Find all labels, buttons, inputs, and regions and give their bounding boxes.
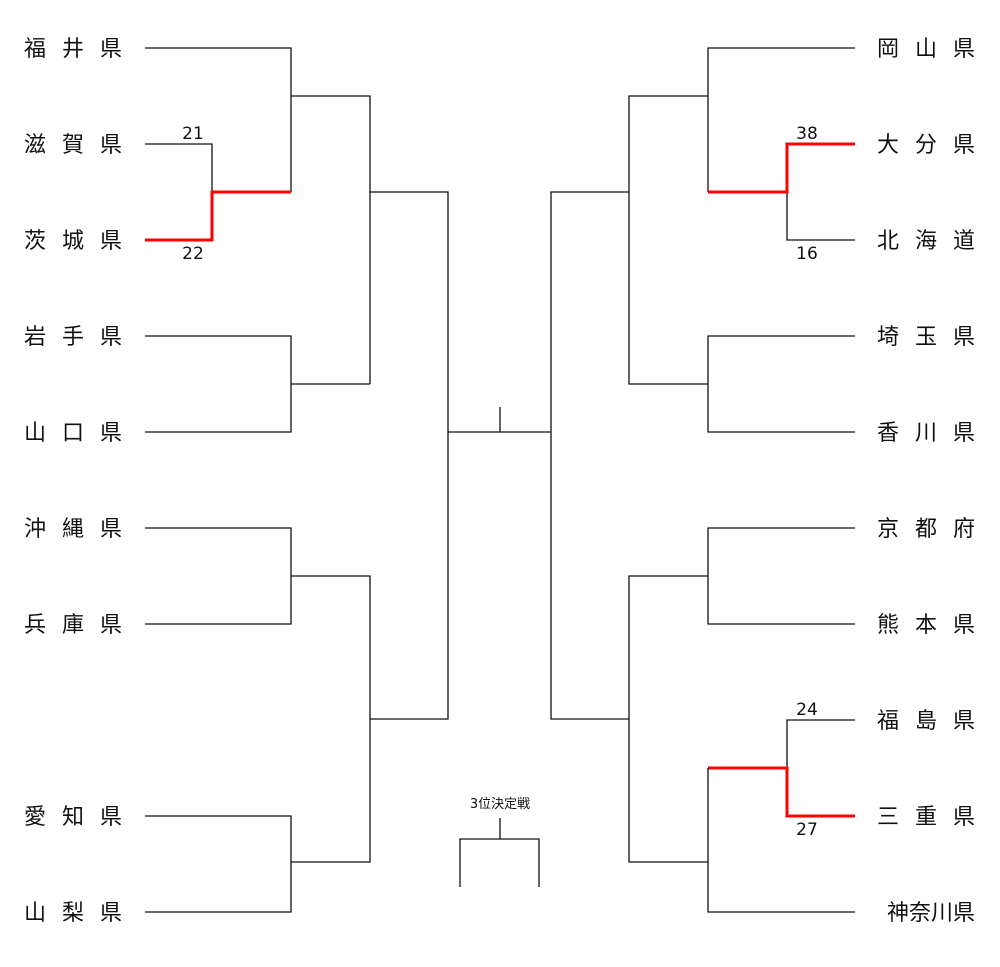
bracket-line — [145, 335, 292, 433]
team-label: 三重県 — [877, 805, 991, 830]
bracket-line — [370, 191, 449, 720]
team-label: 岩手県 — [24, 325, 138, 350]
winner-path — [708, 766, 855, 818]
score-hokkaido: 16 — [796, 244, 818, 264]
bracket-line — [291, 95, 371, 384]
bracket-line — [550, 191, 629, 720]
bracket-line — [628, 95, 708, 385]
bracket-line — [707, 768, 855, 913]
bracket-line — [291, 575, 371, 863]
team-label: 北海道 — [877, 229, 991, 254]
bracket-line — [786, 192, 855, 241]
bracket-line — [145, 47, 292, 192]
team-label: 山口県 — [24, 421, 138, 446]
team-label: 香川県 — [877, 421, 991, 446]
team-label: 福井県 — [24, 37, 138, 62]
bracket-line — [145, 527, 292, 625]
team-label: 山梨県 — [24, 901, 138, 926]
team-label: 埼玉県 — [877, 325, 991, 350]
team-label: 熊本県 — [877, 613, 991, 638]
team-label: 兵庫県 — [24, 613, 138, 638]
bracket-line — [707, 335, 855, 433]
bracket-line — [707, 47, 855, 192]
team-label: 京都府 — [877, 517, 991, 542]
third-place-bracket — [459, 838, 540, 887]
team-label: 茨城県 — [24, 229, 138, 254]
team-label: 福島県 — [877, 709, 991, 734]
bracket-line — [145, 815, 292, 913]
team-label: 滋賀県 — [24, 133, 138, 158]
bracket-line — [628, 575, 708, 863]
winner-path — [145, 190, 291, 242]
score-oita: 38 — [796, 124, 818, 144]
winner-path — [708, 142, 855, 194]
score-ibaraki: 22 — [182, 244, 204, 264]
score-shiga: 21 — [182, 124, 204, 144]
score-mie: 27 — [796, 820, 818, 840]
bracket-line — [145, 143, 213, 192]
bracket-line — [786, 719, 855, 768]
team-label: 岡山県 — [877, 37, 991, 62]
team-label: 愛知県 — [24, 805, 138, 830]
team-label: 沖縄県 — [24, 517, 138, 542]
score-fukushima: 24 — [796, 700, 818, 720]
third-place-label: 3位決定戦 — [470, 797, 530, 812]
team-label: 神奈川県 — [887, 901, 975, 926]
team-label: 大分県 — [877, 133, 991, 158]
bracket-line — [707, 527, 855, 625]
